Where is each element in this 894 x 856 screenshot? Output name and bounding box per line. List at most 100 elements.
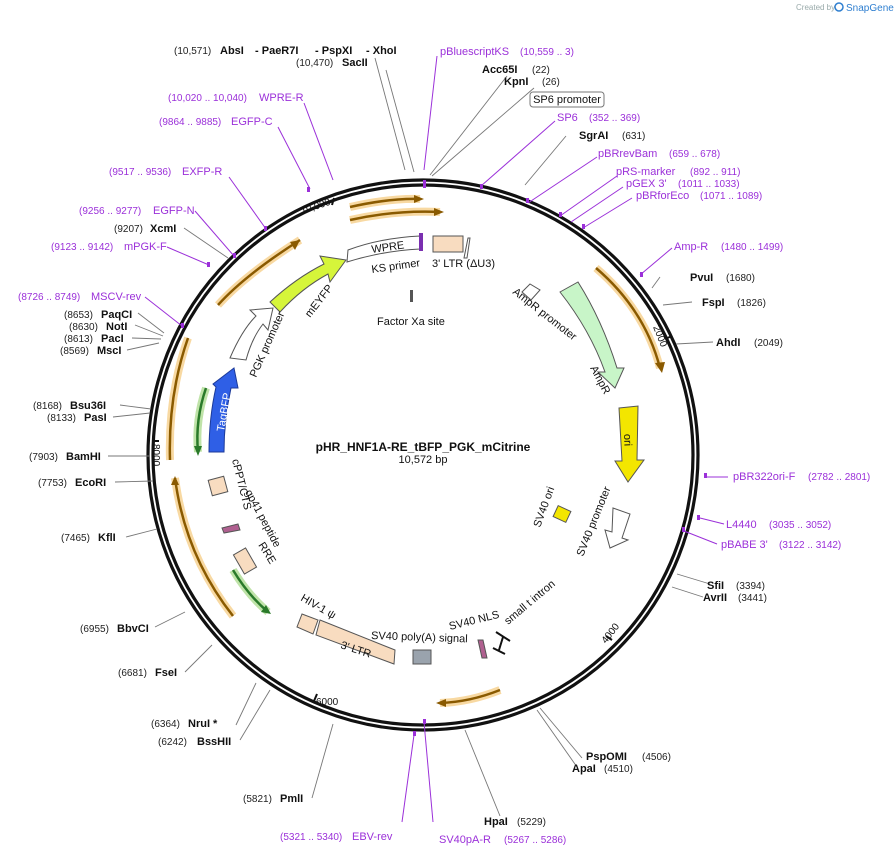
enzyme-ecori: EcoRI bbox=[75, 477, 106, 489]
enzyme-labels: (10,571) AbsI - PaeR7I - PspXI - XhoI (1… bbox=[29, 45, 783, 828]
enzyme-pos-hpai: (5229) bbox=[517, 817, 546, 828]
label-meyfp: mEYFP bbox=[303, 283, 336, 320]
enzyme-pos-apai: (4510) bbox=[604, 764, 633, 775]
ltr3-du3-feature bbox=[432, 235, 464, 253]
primer-pos-pbabe3: (3122 .. 3142) bbox=[779, 540, 841, 551]
primer-pos-ebv-rev: (5321 .. 5340) bbox=[280, 832, 342, 843]
enzyme-sgrai: SgrAI bbox=[579, 130, 608, 142]
factor-xa-mark bbox=[410, 290, 413, 302]
enzyme-kfli: KflI bbox=[98, 532, 116, 544]
sv40-polya-feature bbox=[412, 649, 432, 665]
green-arrowhead-2 bbox=[261, 605, 271, 614]
primer-pos-egfp-c: (9864 .. 9885) bbox=[159, 117, 221, 128]
credit-brand: SnapGene bbox=[846, 3, 894, 14]
tick-label-10000: 10,000 bbox=[300, 197, 333, 217]
ampr-feature bbox=[559, 281, 625, 389]
enzyme-pvui: PvuI bbox=[690, 272, 713, 284]
primer-pos-l4440: (3035 .. 3052) bbox=[769, 520, 831, 531]
primer-pbabe3: pBABE 3' bbox=[721, 539, 768, 551]
primer-pos-pbluescriptks: (10,559 .. 3) bbox=[520, 47, 574, 58]
enzyme-bsu36i: Bsu36I bbox=[70, 400, 106, 412]
enzyme-bsshii: BssHII bbox=[197, 736, 231, 748]
enzyme-pmli: PmlI bbox=[280, 793, 303, 805]
enzyme-pos-bsu36i: (8168) bbox=[33, 401, 62, 412]
orf-arrowheads bbox=[171, 195, 665, 707]
cppt-feature bbox=[207, 475, 229, 497]
enzyme-pos-ahdi: (2049) bbox=[754, 338, 783, 349]
sp6-promoter-mark bbox=[463, 237, 471, 259]
enzyme-paqci: PaqCI bbox=[101, 309, 132, 321]
label-cppt: cPPT/CTS bbox=[229, 458, 253, 511]
enzyme-pos-kfli: (7465) bbox=[61, 533, 90, 544]
primer-pos-mpgk-f: (9123 .. 9142) bbox=[51, 242, 113, 253]
enzyme-kpni: KpnI bbox=[504, 76, 528, 88]
primer-mpgk-f: mPGK-F bbox=[124, 241, 167, 253]
primer-pbrforeco: pBRforEco bbox=[636, 190, 689, 202]
primer-pos-prs-marker: (892 .. 911) bbox=[690, 167, 740, 178]
enzyme-pspxi: - PspXI bbox=[315, 45, 352, 57]
label-ks-primer: KS primer bbox=[371, 257, 421, 276]
primer-leader-lines bbox=[144, 55, 728, 823]
label-sv40-nls: SV40 NLS bbox=[448, 609, 501, 633]
enzyme-pos-sfii: (3394) bbox=[736, 581, 765, 592]
primer-pos-wpre-r: (10,020 .. 10,040) bbox=[168, 93, 247, 104]
pgk-promoter-arrow bbox=[229, 307, 274, 361]
sv40-ori-feature bbox=[552, 504, 572, 524]
primer-ebv-rev: EBV-rev bbox=[352, 831, 393, 843]
ampr-promoter-arrow bbox=[521, 283, 541, 301]
enzyme-pos-noti: (8630) bbox=[69, 322, 98, 333]
primer-pos-sp6: (352 .. 369) bbox=[589, 113, 640, 124]
enzyme-bbvci: BbvCI bbox=[117, 623, 149, 635]
enzyme-pos-acc65i: (22) bbox=[532, 65, 550, 76]
primer-pos-pgex3: (1011 .. 1033) bbox=[678, 179, 740, 190]
primer-labels: pBluescriptKS (10,559 .. 3) SP6 (352 .. … bbox=[18, 46, 870, 846]
enzyme-avrii: AvrII bbox=[703, 592, 727, 604]
snapgene-logo-icon bbox=[834, 2, 844, 12]
sv40-nls-mark bbox=[477, 639, 488, 659]
label-sv40-ori: SV40 ori bbox=[532, 485, 558, 529]
enzyme-pos-msci: (8569) bbox=[60, 346, 89, 357]
primer-exfp-r: EXFP-R bbox=[182, 166, 222, 178]
tick-label-6000: 6000 bbox=[316, 697, 339, 708]
enzyme-sfii: SfiI bbox=[707, 580, 724, 592]
primer-prs-marker: pRS-marker bbox=[616, 166, 676, 178]
enzyme-pos-pspomi: (4506) bbox=[642, 752, 671, 763]
primer-mscv-rev: MSCV-rev bbox=[91, 291, 142, 303]
tick-marks bbox=[152, 197, 673, 702]
primer-amp-r: Amp-R bbox=[674, 241, 708, 253]
enzyme-noti: NotI bbox=[106, 321, 127, 333]
primer-pgex3: pGEX 3' bbox=[626, 178, 667, 190]
orf-arrows bbox=[165, 194, 664, 707]
primer-pos-exfp-r: (9517 .. 9536) bbox=[109, 167, 171, 178]
enzyme-pos-bsshii: (6242) bbox=[158, 737, 187, 748]
enzyme-paci: PacI bbox=[101, 333, 124, 345]
enzyme-pos-pasi: (8133) bbox=[47, 413, 76, 424]
primer-pos-egfp-n: (9256 .. 9277) bbox=[79, 206, 141, 217]
sp6-promoter-box bbox=[529, 91, 605, 108]
primer-egfp-n: EGFP-N bbox=[153, 205, 195, 217]
primer-pbluescriptks: pBluescriptKS bbox=[440, 46, 509, 58]
enzyme-pos-sacii: (10,470) bbox=[296, 58, 333, 69]
enzyme-pspomi: PspOMI bbox=[586, 751, 627, 763]
ltr3-feature bbox=[315, 619, 396, 665]
primer-pos-pbrforeco: (1071 .. 1089) bbox=[700, 191, 762, 202]
green-arrowhead-1 bbox=[194, 446, 202, 456]
enzyme-pos-nrui: (6364) bbox=[151, 719, 180, 730]
primer-marks bbox=[181, 180, 707, 736]
primer-pos-pbr322ori-f: (2782 .. 2801) bbox=[808, 472, 870, 483]
hiv-psi-feature bbox=[296, 613, 319, 635]
enzyme-xhoi: - XhoI bbox=[366, 45, 397, 57]
enzyme-pos-sgrai: (631) bbox=[622, 131, 645, 142]
rre-feature bbox=[232, 547, 258, 575]
primer-wpre-r: WPRE-R bbox=[259, 92, 304, 104]
enzyme-absi: AbsI bbox=[220, 45, 244, 57]
enzyme-fsei: FseI bbox=[155, 667, 177, 679]
enzyme-nrui: NruI * bbox=[188, 718, 218, 730]
sv40-promoter-arrow bbox=[604, 507, 631, 549]
ori-feature bbox=[614, 405, 645, 483]
primer-pos-pbrrevbam: (659 .. 678) bbox=[669, 149, 720, 160]
label-small-t-intron: small t intron bbox=[502, 578, 557, 627]
label-factor-xa: Factor Xa site bbox=[377, 316, 445, 328]
primer-sv40pa-r: SV40pA-R bbox=[439, 834, 491, 846]
